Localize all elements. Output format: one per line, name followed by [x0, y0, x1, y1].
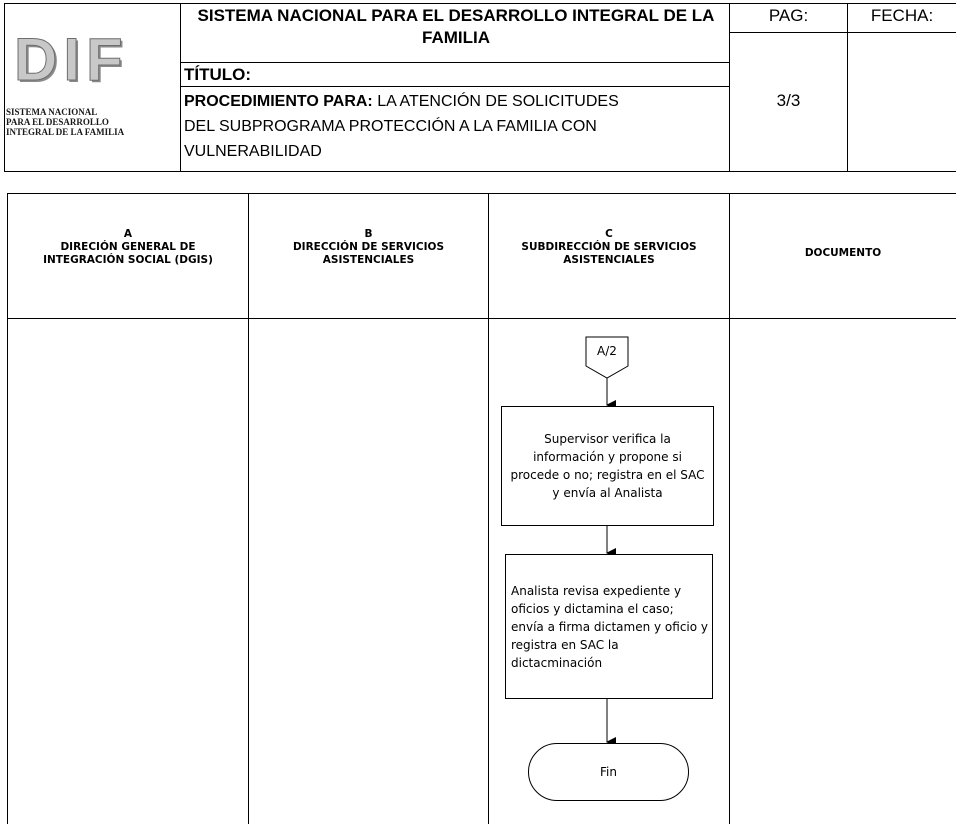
- lane-letter-a: A: [123, 228, 133, 240]
- procedure-label: PROCEDIMIENTO PARA:: [184, 93, 373, 110]
- offpage-connector-shape: [585, 336, 629, 379]
- procedure-line-3: VULNERABILIDAD: [184, 143, 322, 160]
- lane-header-c: C SUBDIRECCIÓN DE SERVICIOS ASISTENCIALE…: [489, 228, 729, 267]
- lane-title-b: DIRECCIÓN DE SERVICIOS ASISTENCIALES: [292, 241, 445, 266]
- system-title: SISTEMA NACIONAL PARA EL DESARROLLO INTE…: [197, 6, 715, 47]
- lane-header-documento: DOCUMENTO: [730, 247, 956, 260]
- lane-title-c: SUBDIRECCIÓN DE SERVICIOS ASISTENCIALES: [521, 241, 697, 266]
- lane-header-a: A DIRECIÓN GENERAL DE INTEGRACIÓN SOCIAL…: [8, 228, 248, 267]
- procedure-text-1: LA ATENCIÓN DE SOLICITUDES: [377, 93, 619, 110]
- page-value: 3/3: [776, 91, 801, 110]
- procedure-line-2: DEL SUBPROGRAMA PROTECCIÓN A LA FAMILIA …: [184, 118, 597, 135]
- lane-letter-b: B: [364, 228, 373, 240]
- process-analista-revisa: Analista revisa expediente y oficios y d…: [505, 554, 713, 699]
- lane-letter-c: C: [605, 228, 613, 240]
- terminator-fin: Fin: [528, 743, 689, 801]
- process-supervisor-verifica: Supervisor verifica la información y pro…: [501, 406, 714, 526]
- page-label: PAG:: [768, 6, 809, 25]
- lane-header-b: B DIRECCIÓN DE SERVICIOS ASISTENCIALES: [249, 228, 488, 267]
- lane-title-documento: DOCUMENTO: [804, 247, 882, 259]
- procedure-line-1: PROCEDIMIENTO PARA: LA ATENCIÓN DE SOLIC…: [184, 90, 619, 113]
- titulo-label: TÍTULO:: [184, 65, 252, 84]
- date-label: FECHA:: [870, 6, 934, 25]
- dif-logo-subtitle: SISTEMA NACIONAL PARA EL DESARROLLO INTE…: [6, 107, 125, 137]
- lane-title-a: DIRECIÓN GENERAL DE INTEGRACIÓN SOCIAL (…: [43, 241, 213, 266]
- dif-logo-letters: DIF: [14, 26, 129, 93]
- offpage-connector-label: A/2: [597, 344, 617, 358]
